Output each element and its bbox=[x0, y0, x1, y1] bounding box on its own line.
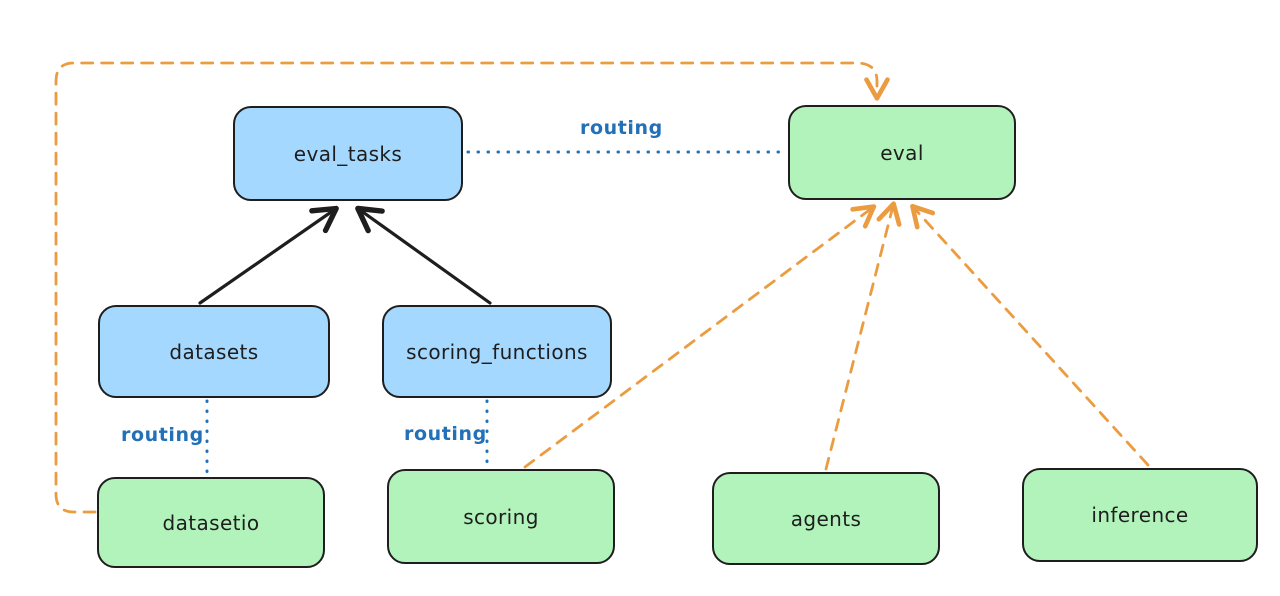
edge-scoring-to-eval bbox=[523, 204, 877, 469]
node-inference-label: inference bbox=[1091, 503, 1189, 527]
node-agents: agents bbox=[712, 472, 940, 565]
edge-label-routing-scoring-functions-scoring: routing bbox=[404, 423, 487, 445]
node-scoring-label: scoring bbox=[463, 504, 539, 529]
node-eval: eval bbox=[788, 105, 1016, 200]
node-datasets: datasets bbox=[98, 305, 330, 398]
node-eval-label: eval bbox=[880, 140, 924, 165]
node-eval-tasks-label: eval_tasks bbox=[293, 141, 403, 166]
edge-scoring-functions-to-eval-tasks bbox=[355, 205, 492, 305]
edge-datasets-to-eval-tasks bbox=[198, 205, 339, 305]
node-datasetio-label: datasetio bbox=[162, 510, 260, 535]
edge-inference-to-eval bbox=[910, 203, 1150, 467]
node-scoring: scoring bbox=[387, 469, 615, 564]
edge-agents-to-eval bbox=[824, 201, 902, 471]
node-scoring-functions: scoring_functions bbox=[382, 305, 612, 398]
edge-label-routing-datasets-datasetio: routing bbox=[121, 424, 204, 446]
node-agents-label: agents bbox=[790, 506, 862, 531]
node-datasets-label: datasets bbox=[169, 339, 259, 364]
edge-datasetio-to-eval bbox=[54, 61, 890, 514]
node-eval-tasks: eval_tasks bbox=[233, 106, 463, 201]
edge-label-routing-eval-tasks-eval: routing bbox=[580, 117, 663, 139]
node-scoring-functions-label: scoring_functions bbox=[406, 339, 588, 364]
node-inference: inference bbox=[1022, 468, 1258, 562]
node-datasetio: datasetio bbox=[97, 477, 325, 568]
